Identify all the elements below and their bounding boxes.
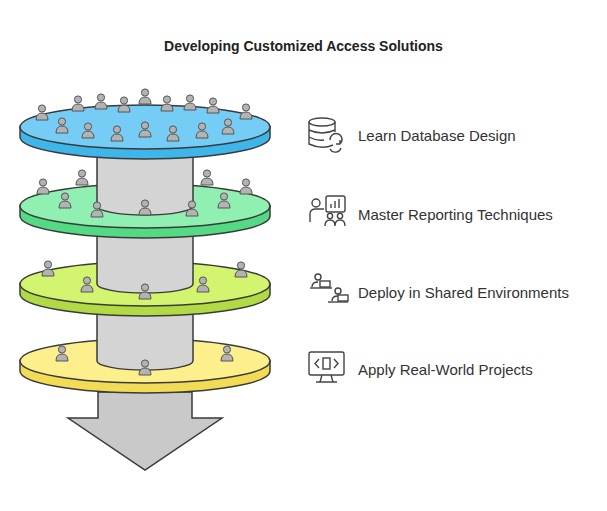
layer-label-node: Deploy in Shared Environments bbox=[300, 267, 604, 317]
person-figure bbox=[184, 95, 196, 110]
person-figure bbox=[221, 346, 233, 361]
person-figure bbox=[36, 105, 48, 120]
layer-label-node: Master Reporting Techniques bbox=[300, 189, 604, 239]
layer-disc bbox=[20, 105, 270, 159]
person-figure bbox=[111, 126, 123, 141]
person-figure bbox=[222, 119, 234, 134]
shared-laptops-icon bbox=[310, 274, 348, 302]
step-label: Apply Real-World Projects bbox=[358, 361, 533, 378]
person-figure bbox=[240, 179, 252, 194]
person-figure bbox=[56, 346, 68, 361]
person-figure bbox=[161, 96, 173, 111]
person-figure bbox=[201, 170, 213, 185]
step-label: Deploy in Shared Environments bbox=[358, 284, 569, 301]
person-figure bbox=[72, 96, 84, 111]
presenter-icon bbox=[310, 196, 345, 226]
person-figure bbox=[59, 193, 71, 208]
person-figure bbox=[139, 360, 151, 375]
person-figure bbox=[139, 122, 151, 137]
person-figure bbox=[240, 104, 252, 119]
person-figure bbox=[167, 126, 179, 141]
person-figure bbox=[139, 200, 151, 215]
layer-label-node: Apply Real-World Projects bbox=[300, 344, 604, 394]
down-arrow bbox=[68, 392, 222, 470]
person-figure bbox=[196, 123, 208, 138]
person-figure bbox=[95, 94, 107, 109]
layer-label-node: Learn Database Design bbox=[300, 110, 604, 160]
person-figure bbox=[139, 89, 151, 104]
person-figure bbox=[37, 179, 49, 194]
person-figure bbox=[186, 201, 198, 216]
step-label: Master Reporting Techniques bbox=[358, 206, 553, 223]
code-monitor-icon bbox=[309, 352, 344, 382]
person-figure bbox=[82, 123, 94, 138]
person-figure bbox=[235, 262, 247, 277]
person-figure bbox=[139, 284, 151, 299]
diagram-title: Developing Customized Access Solutions bbox=[0, 38, 607, 54]
person-figure bbox=[81, 277, 93, 292]
person-figure bbox=[197, 277, 209, 292]
database-icon bbox=[309, 118, 342, 152]
person-figure bbox=[207, 98, 219, 113]
person-figure bbox=[76, 170, 88, 185]
person-figure bbox=[218, 193, 230, 208]
person-figure bbox=[56, 118, 68, 133]
person-figure bbox=[91, 202, 103, 217]
person-figure bbox=[118, 97, 130, 112]
person-figure bbox=[42, 261, 54, 276]
step-label: Learn Database Design bbox=[358, 127, 516, 144]
